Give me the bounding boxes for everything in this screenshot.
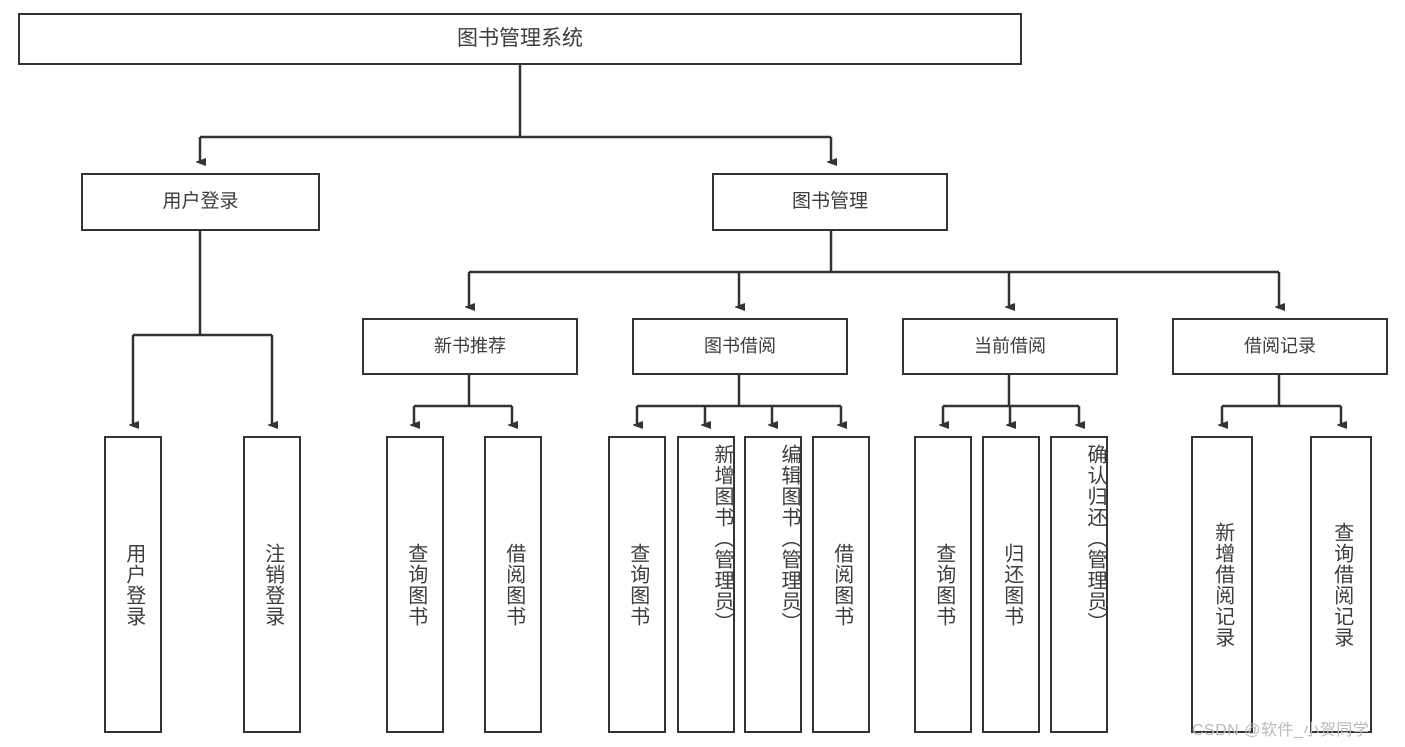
node-root[interactable]: 图书管理系统 — [18, 13, 1022, 65]
node-leaf-edit-book-admin[interactable]: 编辑图书（管理员） — [744, 436, 802, 733]
node-leaf-query-book-2[interactable]: 查询图书 — [608, 436, 666, 733]
node-leaf-confirm-return-admin[interactable]: 确认归还（管理员） — [1050, 436, 1108, 733]
node-level2-book-borrow[interactable]: 图书借阅 — [632, 318, 848, 375]
node-leaf-borrow-book-1[interactable]: 借阅图书 — [484, 436, 542, 733]
node-leaf-borrow-book-2[interactable]: 借阅图书 — [812, 436, 870, 733]
node-level1-book-management[interactable]: 图书管理 — [712, 173, 948, 231]
node-leaf-query-book-3[interactable]: 查询图书 — [914, 436, 972, 733]
node-leaf-add-borrow-record[interactable]: 新增借阅记录 — [1191, 436, 1253, 733]
node-level1-user-login[interactable]: 用户登录 — [81, 173, 320, 231]
node-leaf-add-book-admin[interactable]: 新增图书（管理员） — [677, 436, 735, 733]
node-leaf-query-borrow-record[interactable]: 查询借阅记录 — [1310, 436, 1372, 733]
node-leaf-return-book[interactable]: 归还图书 — [982, 436, 1040, 733]
node-level2-new-book-recommend[interactable]: 新书推荐 — [362, 318, 578, 375]
node-leaf-query-book-1[interactable]: 查询图书 — [386, 436, 444, 733]
node-level2-borrow-records[interactable]: 借阅记录 — [1172, 318, 1388, 375]
node-leaf-user-login[interactable]: 用户登录 — [104, 436, 162, 733]
csdn-watermark: CSDN @软件_小贺同学 — [1192, 722, 1370, 739]
node-leaf-logout[interactable]: 注销登录 — [243, 436, 301, 733]
node-level2-current-borrow[interactable]: 当前借阅 — [902, 318, 1118, 375]
